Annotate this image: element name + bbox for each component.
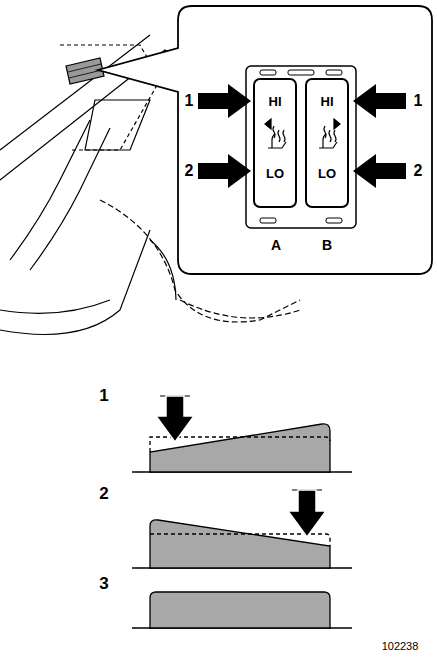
switch-button: HI LO [305, 78, 349, 208]
callout-number: 1 [99, 386, 108, 406]
callout-box [98, 6, 432, 274]
callout-number: 1 [185, 92, 194, 110]
callout-number: 2 [185, 162, 194, 180]
press-arrow [198, 84, 406, 188]
plate-slot [260, 218, 276, 223]
switch-letter: B [322, 237, 332, 253]
switch-text: HI [255, 94, 295, 109]
pressure-arrow [156, 396, 326, 537]
switch-text: HI [307, 94, 347, 109]
switch-text: LO [307, 166, 347, 181]
switch-plate [246, 66, 356, 228]
plate-slot [326, 70, 342, 75]
plate-slot [288, 70, 314, 75]
switch-button: HI LO [253, 78, 297, 208]
switch-letter: A [271, 237, 281, 253]
switch-text: LO [255, 166, 295, 181]
callout-number: 2 [99, 484, 108, 504]
callout-number: 1 [414, 92, 423, 110]
plate-slot [326, 218, 342, 223]
plate-slot [260, 70, 276, 75]
cushion-profile [132, 424, 352, 628]
callout-number: 3 [99, 574, 108, 594]
seat-heater-icon [265, 119, 340, 148]
callout-number: 2 [414, 162, 423, 180]
figure-number: 102238 [382, 640, 419, 652]
